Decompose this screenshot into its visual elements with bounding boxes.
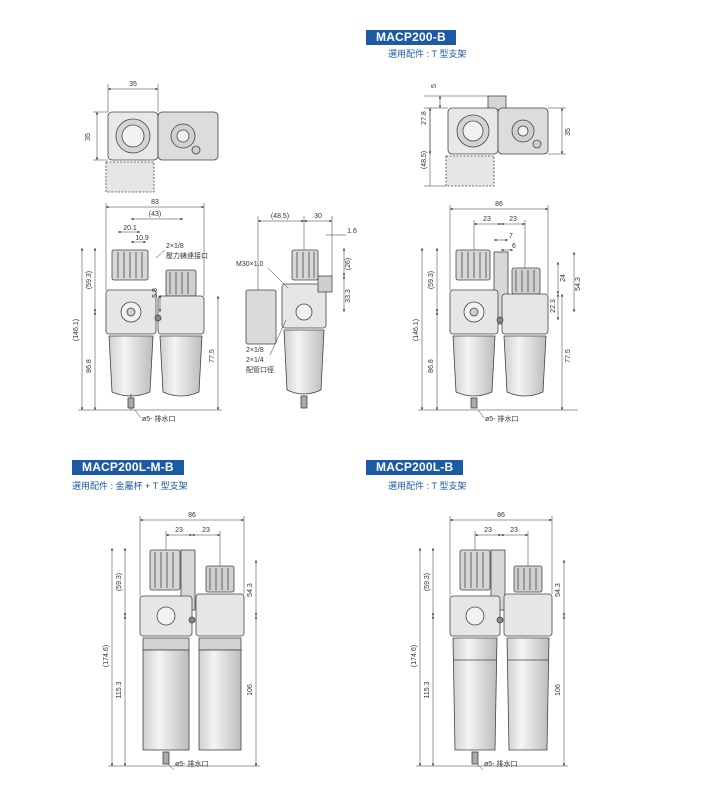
svg-text:(43): (43) <box>149 211 161 218</box>
svg-text:23: 23 <box>484 527 492 534</box>
label-drain-br: ø5- 排水口 <box>484 759 517 768</box>
svg-text:(174.6): (174.6) <box>411 645 418 667</box>
svg-text:5.8: 5.8 <box>152 288 159 298</box>
svg-text:54.3: 54.3 <box>555 583 562 597</box>
svg-text:83: 83 <box>151 199 159 206</box>
svg-text:30: 30 <box>314 213 322 220</box>
svg-text:77.5: 77.5 <box>209 349 216 363</box>
front-view-right-dim-text: 86 23 23 7 6 (146.1) (59.3) 86.8 24 54.3… <box>413 201 582 373</box>
front-view-bottom-left-dim-text: 86 23 23 (174.6) (59.3) 115.3 54.3 106 <box>103 512 254 699</box>
dim-tl-side-35: 35 <box>85 133 92 141</box>
svg-text:33.3: 33.3 <box>345 289 352 303</box>
svg-text:24: 24 <box>560 274 567 282</box>
svg-text:86.8: 86.8 <box>428 359 435 373</box>
top-view-left <box>105 111 219 193</box>
section-accessory-macp200-b: 選用配件 : T 型支架 <box>388 49 467 59</box>
front-view-bottom-right <box>449 549 553 765</box>
svg-text:54.3: 54.3 <box>575 277 582 291</box>
label-drain-tl: ø5- 排水口 <box>142 414 175 423</box>
front-view-right-dims <box>418 205 578 419</box>
svg-text:54.3: 54.3 <box>247 583 254 597</box>
svg-text:106: 106 <box>247 684 254 696</box>
svg-text:(59.3): (59.3) <box>116 573 123 591</box>
svg-text:(59.3): (59.3) <box>428 271 435 289</box>
label-pipe-size-a: 2×1/8 <box>246 347 264 354</box>
svg-text:10.9: 10.9 <box>135 235 149 242</box>
side-view-middle-dim-text: (48.5) 30 1.6 (26) 33.3 <box>271 213 357 303</box>
side-view-middle-dims <box>257 216 346 356</box>
section-title-macp200l-m-b: MACP200L-M-B <box>72 460 184 475</box>
svg-text:(174.6): (174.6) <box>103 645 110 667</box>
label-gauge-port-size: 2×1/8 <box>166 243 184 250</box>
label-pipe-port: 配管口徑 <box>246 365 274 374</box>
side-view-middle <box>245 249 333 409</box>
front-view-bottom-right-dims <box>416 516 568 771</box>
front-view-left-dim-text: 83 (43) 20.1 10.9 (146.1) (59.3) 86.8 5.… <box>73 199 216 373</box>
svg-text:86: 86 <box>495 201 503 208</box>
svg-text:22.3: 22.3 <box>550 299 557 313</box>
front-view-left-dims <box>78 203 222 419</box>
section-accessory-macp200l-b: 選用配件 : T 型支架 <box>388 481 467 491</box>
svg-text:(59.3): (59.3) <box>86 271 93 289</box>
svg-text:6: 6 <box>512 243 516 250</box>
svg-text:115.3: 115.3 <box>116 681 123 698</box>
svg-text:106: 106 <box>555 684 562 696</box>
svg-text:77.5: 77.5 <box>565 349 572 363</box>
label-drain-tr: ø5- 排水口 <box>485 414 518 423</box>
svg-text:23: 23 <box>483 216 491 223</box>
svg-text:(59.3): (59.3) <box>424 573 431 591</box>
front-view-left <box>105 249 205 410</box>
label-gauge-port: 壓力錶連接口 <box>166 251 208 260</box>
section-accessory-macp200l-m-b: 選用配件 : 金屬杯 + T 型支架 <box>72 481 188 491</box>
label-m30: M30×1.0 <box>236 261 264 268</box>
svg-text:5: 5 <box>431 84 438 88</box>
svg-text:86: 86 <box>497 512 505 519</box>
svg-text:(48.5): (48.5) <box>421 151 428 169</box>
svg-text:(26): (26) <box>345 258 352 270</box>
label-drain-bl: ø5- 排水口 <box>175 759 208 768</box>
svg-text:35: 35 <box>565 128 572 136</box>
svg-text:(146.1): (146.1) <box>413 319 420 341</box>
front-view-right <box>449 249 549 409</box>
svg-text:27.8: 27.8 <box>421 111 428 125</box>
top-view-right-dim-text: 5 27.8 (48.5) 35 <box>421 84 572 169</box>
svg-text:23: 23 <box>175 527 183 534</box>
svg-text:86.8: 86.8 <box>86 359 93 373</box>
dim-tl-top-35: 35 <box>129 81 137 88</box>
svg-text:20.1: 20.1 <box>123 225 137 232</box>
top-view-left-dims: 35 35 <box>85 81 159 161</box>
front-view-bottom-right-dim-text: 86 23 23 (174.6) (59.3) 115.3 54.3 106 <box>411 512 562 699</box>
label-pipe-size-b: 2×1/4 <box>246 357 264 364</box>
svg-text:23: 23 <box>509 216 517 223</box>
top-view-right-dims <box>424 95 566 187</box>
section-title-macp200-b: MACP200-B <box>366 30 456 45</box>
svg-text:86: 86 <box>188 512 196 519</box>
svg-text:(48.5): (48.5) <box>271 213 289 220</box>
svg-text:1.6: 1.6 <box>347 228 357 235</box>
svg-text:(146.1): (146.1) <box>73 319 80 341</box>
svg-text:7: 7 <box>509 233 513 240</box>
svg-text:23: 23 <box>202 527 210 534</box>
svg-text:115.3: 115.3 <box>424 681 431 698</box>
front-view-bottom-left-dims <box>108 516 260 771</box>
section-title-macp200l-b: MACP200L-B <box>366 460 464 475</box>
svg-text:23: 23 <box>510 527 518 534</box>
front-view-bottom-left <box>139 549 245 765</box>
top-view-right <box>445 95 549 187</box>
